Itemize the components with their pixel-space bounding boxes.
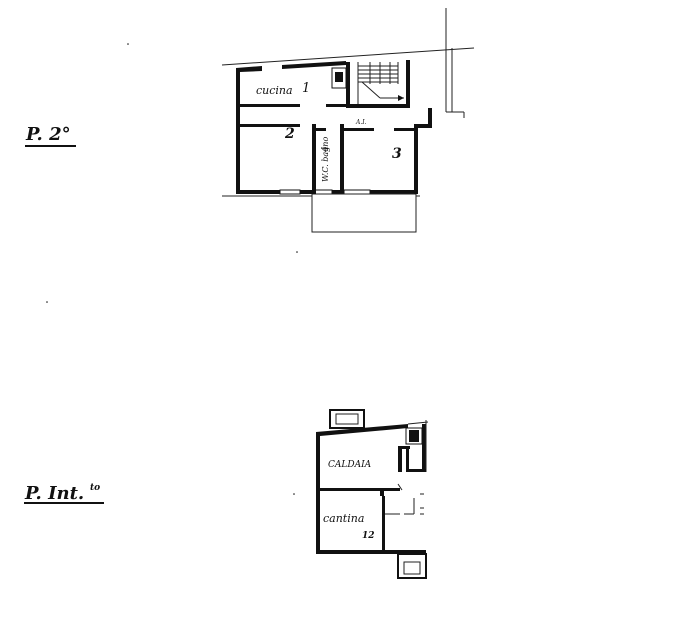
upper-floor-label-group: P. 2° xyxy=(25,124,76,147)
ground-wall-east-top xyxy=(422,424,426,472)
upper-window-south-1 xyxy=(279,189,301,195)
upper-stair-wall-west xyxy=(346,62,350,108)
upper-balcony xyxy=(311,193,417,233)
ground-outdoor-marks xyxy=(384,493,424,515)
ground-wall-top xyxy=(316,424,408,440)
upper-staircase xyxy=(357,62,404,104)
upper-wall-kitchen-south-2 xyxy=(326,104,348,107)
ground-floor-label: P. Int. xyxy=(24,483,84,504)
upper-wall-room2-east xyxy=(312,124,316,194)
upper-wall-south-1 xyxy=(236,190,280,194)
ground-wall-west xyxy=(316,436,320,554)
upper-flue-fill xyxy=(335,72,343,82)
room-kitchen-label: cucina xyxy=(256,84,293,97)
ground-flue xyxy=(405,427,423,445)
room-cellar-mark: 12 xyxy=(362,531,375,541)
ground-roof-line xyxy=(407,421,429,425)
upper-wall-room2-north xyxy=(240,124,300,127)
upper-flue xyxy=(331,67,347,89)
ground-wall-boiler-east xyxy=(398,446,402,472)
upper-floor-plan: cucina 1 2 3 A.I. W.C. bagno 4 xyxy=(46,8,475,303)
ground-floor-label-group: P. Int. to xyxy=(24,483,104,504)
room-boiler-label: CALDAIA xyxy=(328,460,372,470)
ground-wall-partition xyxy=(316,488,400,491)
upper-wall-top-kitchen xyxy=(282,61,346,69)
ground-top-box xyxy=(329,409,365,429)
corridor-mark: A.I. xyxy=(355,119,367,126)
ground-wall-bottom xyxy=(316,550,396,554)
upper-wall-south-4 xyxy=(370,190,418,194)
upper-wall-south-3 xyxy=(332,190,344,194)
ground-flue-fill xyxy=(409,430,419,442)
upper-wall-room3-north-1 xyxy=(344,128,374,131)
upper-window-south-3 xyxy=(343,189,371,195)
room-cellar-label: cantina xyxy=(323,512,364,525)
ground-wall-bottom-2 xyxy=(396,550,426,554)
upper-wall-bath-east xyxy=(340,124,344,190)
upper-wall-west xyxy=(236,104,240,194)
upper-roof-line xyxy=(221,47,475,66)
ground-bottom-box xyxy=(397,553,427,579)
room-3-label: 3 xyxy=(392,146,402,162)
upper-wall-south-2 xyxy=(300,190,314,194)
ground-floor-plan: CALDAIA cantina 12 xyxy=(293,409,429,579)
upper-stair-wall-south xyxy=(346,104,410,108)
ground-wall-boiler-bottom xyxy=(406,469,426,472)
upper-wall-bath-north xyxy=(312,128,326,131)
upper-floor-label: P. 2° xyxy=(25,124,71,145)
upper-wall-east-room3 xyxy=(414,128,418,194)
ground-wall-partition-stub xyxy=(380,488,384,496)
upper-wall-east-jog xyxy=(414,108,432,128)
upper-wall-room3-north-2 xyxy=(394,128,414,131)
ground-wall-boiler-step-2 xyxy=(406,446,409,472)
upper-wall-nw xyxy=(236,66,262,104)
ground-floor-label-superscript: to xyxy=(90,483,100,493)
upper-window-south-2 xyxy=(313,189,333,195)
ground-wall-cellar-east xyxy=(382,496,385,554)
upper-stair-wall-east xyxy=(406,60,410,108)
room-bathroom-label: W.C. bagno xyxy=(321,137,330,182)
room-bathroom-number: 4 xyxy=(321,146,331,153)
upper-wall-kitchen-south-1 xyxy=(240,104,300,107)
room-2-label: 2 xyxy=(284,126,295,142)
ground-top-box-inner xyxy=(335,413,359,425)
ground-bottom-box-inner xyxy=(403,561,421,575)
room-kitchen-number: 1 xyxy=(302,81,310,96)
